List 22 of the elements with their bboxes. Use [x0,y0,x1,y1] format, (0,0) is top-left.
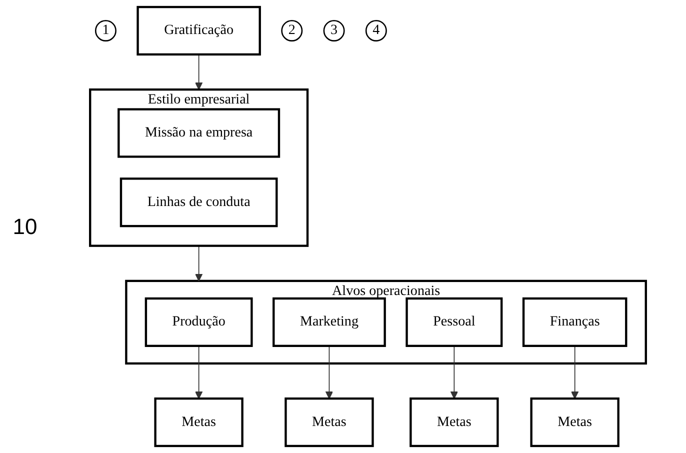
page-number: 10 [12,214,38,240]
node-box: Metas [530,397,620,448]
node-box: Metas [154,397,244,448]
arrow [450,345,458,399]
node-circle: 4 [365,20,387,42]
node-box: Finanças [522,297,628,347]
node-box: Missão na empresa [118,108,280,158]
node-circle: 3 [323,20,345,42]
node-box: Produção [144,297,253,347]
node-box: Pessoal [406,297,503,347]
node-box: Gratificação [136,6,261,56]
arrow [194,54,203,90]
node-box: Marketing [272,297,386,347]
node-circle: 2 [281,20,303,42]
arrow [570,345,579,399]
arrow [194,345,203,399]
node-box: Linhas de conduta [120,178,278,228]
node-circle: 1 [94,20,116,42]
arrow [194,245,203,282]
arrow [325,345,334,399]
node-box: Metas [410,397,499,448]
node-box: Metas [284,397,374,448]
